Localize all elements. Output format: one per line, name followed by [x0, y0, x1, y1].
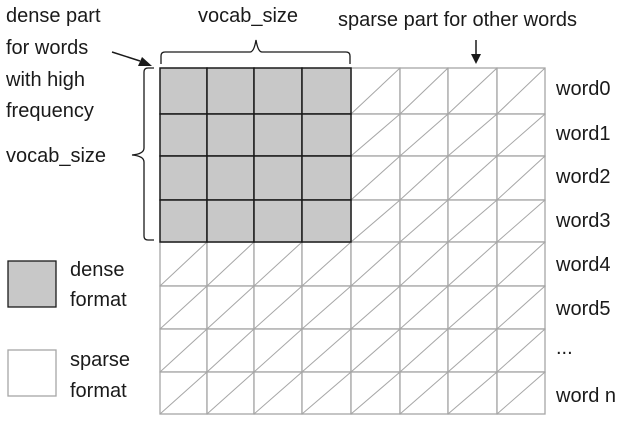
- sparse-cell: [399, 113, 449, 157]
- dense-cell: [159, 67, 208, 115]
- dense-cell: [253, 113, 303, 157]
- legend-sparse-label-line-2: format: [70, 380, 127, 402]
- vocab-size-top-label: vocab_size: [198, 5, 298, 27]
- sparse-cell: [206, 328, 255, 373]
- row-label-ellipsis: ...: [556, 337, 573, 359]
- dense-cell: [253, 155, 303, 201]
- sparse-cell: [159, 285, 208, 330]
- sparse-cell: [301, 285, 352, 330]
- row-label-word4: word4: [555, 254, 610, 276]
- sparse-cell: [350, 371, 401, 415]
- sparse-cell: [350, 67, 401, 115]
- dense-cell: [253, 199, 303, 243]
- legend-dense-swatch: [7, 260, 57, 308]
- sparse-cell: [447, 241, 498, 287]
- dense-cell: [253, 67, 303, 115]
- sparse-cell: [399, 241, 449, 287]
- dense-cell: [206, 199, 255, 243]
- dense-part-label-line-1: dense part: [6, 5, 101, 27]
- sparse-cell: [496, 155, 546, 201]
- sparse-cell: [301, 328, 352, 373]
- sparse-cell: [447, 371, 498, 415]
- sparse-cell: [399, 199, 449, 243]
- sparse-cell: [301, 371, 352, 415]
- sparse-cell: [496, 328, 546, 373]
- sparse-cell: [496, 199, 546, 243]
- sparse-cell: [399, 285, 449, 330]
- dense-cell: [159, 155, 208, 201]
- vocab-size-left-label: vocab_size: [6, 145, 106, 167]
- sparse-cell: [159, 241, 208, 287]
- dense-cell: [301, 67, 352, 115]
- sparse-cell: [253, 241, 303, 287]
- sparse-cell: [447, 285, 498, 330]
- sparse-cell: [496, 371, 546, 415]
- row-label-word2: word2: [555, 166, 610, 188]
- dense-cell: [301, 113, 352, 157]
- sparse-cell: [350, 155, 401, 201]
- legend-sparse-swatch: [7, 349, 57, 397]
- row-label-word0: word0: [555, 78, 610, 100]
- dense-part-label-line-4: frequency: [6, 100, 94, 122]
- sparse-cell: [399, 328, 449, 373]
- sparse-cell: [301, 241, 352, 287]
- row-label-word5: word5: [555, 298, 610, 320]
- sparse-cell: [447, 199, 498, 243]
- dense-cell: [159, 199, 208, 243]
- sparse-cell: [206, 371, 255, 415]
- dense-part-arrow: [111, 51, 152, 66]
- legend-dense-label-line-2: format: [70, 289, 127, 311]
- dense-part-grid: [159, 67, 352, 243]
- legend-dense-label-line-1: dense: [70, 259, 125, 281]
- dense-cell: [206, 67, 255, 115]
- row-label-word3: word3: [555, 210, 610, 232]
- dense-cell: [301, 199, 352, 243]
- sparse-cell: [350, 241, 401, 287]
- dense-cell: [301, 155, 352, 201]
- sparse-cell: [206, 285, 255, 330]
- legend-sparse-label-line-1: sparse: [70, 349, 130, 371]
- sparse-part-grid: [159, 67, 546, 415]
- sparse-cell: [206, 241, 255, 287]
- row-label-word1: word1: [555, 123, 610, 145]
- sparse-cell: [447, 113, 498, 157]
- sparse-cell: [350, 113, 401, 157]
- sparse-cell: [350, 328, 401, 373]
- sparse-cell: [350, 199, 401, 243]
- vocab-size-top-brace: [160, 39, 351, 64]
- sparse-cell: [496, 241, 546, 287]
- sparse-part-arrow: [471, 40, 481, 64]
- dense-part-label-line-2: for words: [6, 37, 88, 59]
- sparse-cell: [496, 285, 546, 330]
- sparse-cell: [253, 371, 303, 415]
- sparse-cell: [159, 328, 208, 373]
- sparse-cell: [496, 67, 546, 115]
- sparse-cell: [253, 285, 303, 330]
- row-label-word-n: word n: [555, 385, 616, 407]
- sparse-cell: [350, 285, 401, 330]
- vocab-size-left-brace: [131, 67, 154, 241]
- sparse-cell: [399, 155, 449, 201]
- sparse-cell: [447, 67, 498, 115]
- dense-cell: [159, 113, 208, 157]
- sparse-cell: [447, 155, 498, 201]
- sparse-cell: [159, 371, 208, 415]
- sparse-cell: [399, 371, 449, 415]
- dense-cell: [206, 155, 255, 201]
- sparse-cell: [253, 328, 303, 373]
- dense-part-label-line-3: with high: [5, 69, 85, 91]
- sparse-part-label: sparse part for other words: [338, 9, 577, 31]
- dense-cell: [206, 113, 255, 157]
- sparse-cell: [447, 328, 498, 373]
- sparse-cell: [496, 113, 546, 157]
- sparse-cell: [399, 67, 449, 115]
